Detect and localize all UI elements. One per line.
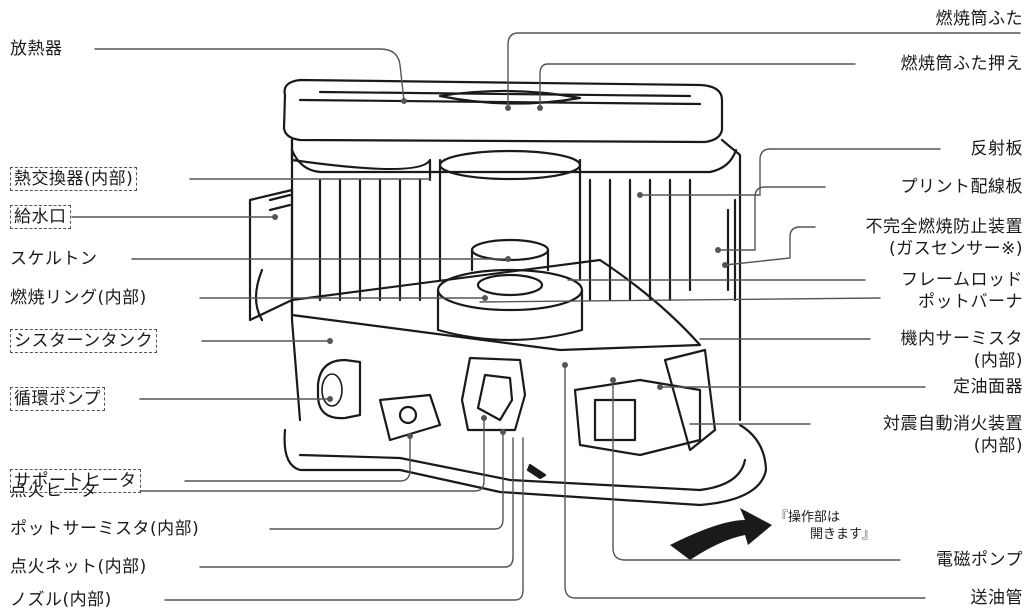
label-printed-board: プリント配線板 [900, 177, 1023, 197]
note-line-1: 『操作部は [775, 510, 841, 525]
label-combustion-cover-holder: 燃焼筒ふた押え [900, 54, 1023, 74]
label-combustion-cover: 燃焼筒ふた [935, 9, 1023, 29]
deck-plate [290, 258, 702, 352]
label-skeleton: スケルトン [10, 249, 98, 269]
label-solenoid-pump: 電磁ポンプ [936, 550, 1023, 570]
ignition-heater-box [460, 356, 527, 432]
label-circulation-pump: 循環ポンプ [10, 387, 105, 411]
label-pot-burner: ポットバーナ [918, 292, 1023, 312]
label-cistern-tank: シスターンタンク [10, 329, 158, 353]
label-flame-rod: フレームロッド [901, 270, 1023, 290]
label-heat-exchanger: 熱交換器(内部) [10, 167, 138, 191]
label-combustion-ring: 燃焼リング(内部) [10, 288, 147, 308]
open-arrow [670, 508, 772, 560]
skeleton-cylinder [438, 158, 582, 282]
label-heat-radiator: 放熱器 [10, 39, 63, 59]
label-oil-pipe: 送油管 [970, 588, 1023, 608]
label-gas-sensor: (ガスセンサー※) [888, 239, 1023, 259]
label-seismic-device: 対震自動消火装置 [883, 414, 1023, 434]
label-seismic-device-sub: (内部) [973, 436, 1023, 456]
label-incomplete-combustion: 不完全燃焼防止装置 [865, 217, 1023, 237]
label-support-heater: サポートヒータ [10, 469, 141, 493]
label-internal-thermistor: 機内サーミスタ [900, 329, 1023, 349]
note-line-2: 開きます』 [810, 527, 876, 542]
label-reflector: 反射板 [970, 139, 1023, 159]
label-internal-thermistor-sub: (内部) [973, 351, 1023, 371]
label-water-inlet: 給水口 [10, 205, 71, 229]
circulation-pump [316, 358, 362, 420]
label-oil-level-device: 定油面器 [953, 377, 1023, 397]
base-tray [283, 423, 768, 507]
label-nozzle: ノズル(内部) [10, 590, 112, 610]
oil-level-device [573, 378, 702, 457]
radiator-top-shape [282, 78, 724, 144]
label-ignition-heater: 点火ヒータ [10, 481, 98, 501]
label-pot-thermistor: ポットサーミスタ(内部) [10, 519, 200, 539]
label-ignition-net: 点火ネット(内部) [10, 557, 147, 577]
